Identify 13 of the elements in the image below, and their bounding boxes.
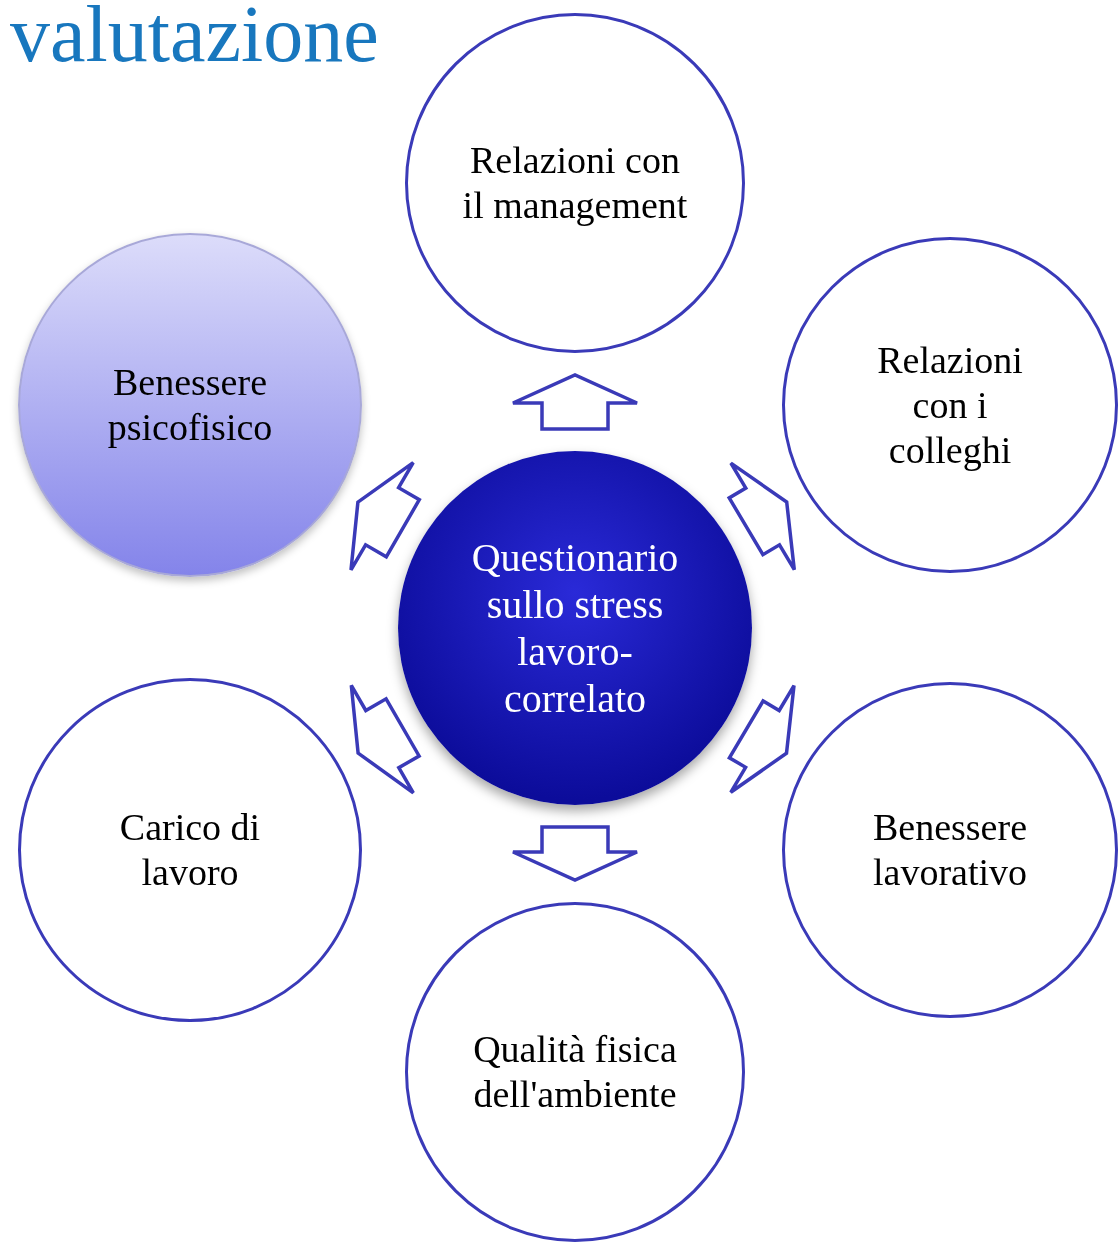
block-arrow: [511, 825, 639, 882]
block-arrow: [349, 683, 422, 795]
block-arrow: [349, 460, 422, 572]
circle-label: Benessere psicofisico: [106, 360, 274, 450]
block-arrow: [726, 461, 797, 572]
circle-label: Relazioni con i colleghi: [876, 337, 1024, 473]
circle-label: Questionario sullo stress lavoro-correlato: [470, 534, 680, 722]
circle-label: Relazioni con il management: [461, 138, 689, 228]
circle-label: Benessere lavorativo: [871, 805, 1029, 895]
circle-label: Qualità fisica dell'ambiente: [472, 1027, 678, 1117]
circle-label: Carico di lavoro: [118, 805, 262, 895]
block-arrow: [511, 373, 639, 431]
title: valutazione: [10, 0, 379, 74]
